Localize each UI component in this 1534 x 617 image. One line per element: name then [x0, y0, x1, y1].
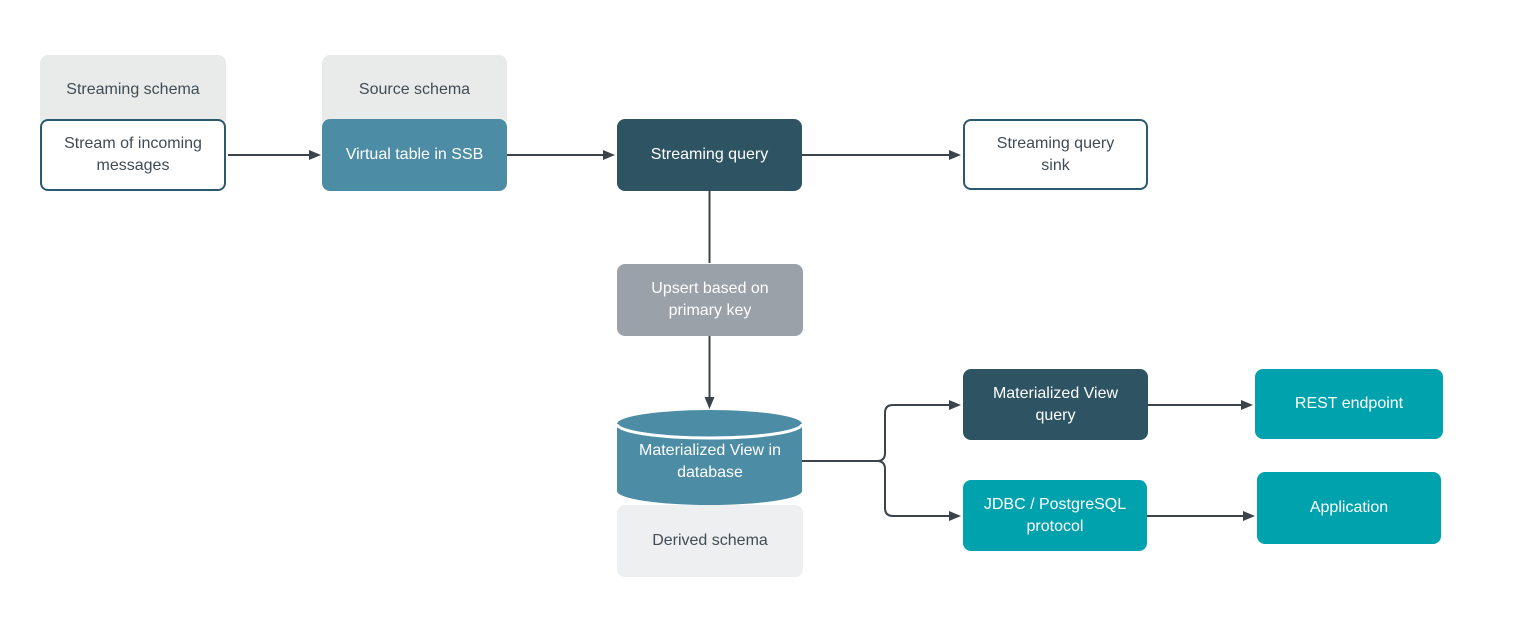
node-jdbc-postgresql-protocol: JDBC / PostgreSQL protocol — [963, 480, 1147, 551]
node-streaming-query-sink: Streaming query sink — [963, 119, 1148, 190]
streaming-schema-plate: Streaming schema — [40, 55, 226, 127]
upsert-primary-key-label: Upsert based on primary key — [651, 280, 769, 319]
node-upsert-based-on-primary-key: Upsert based on primary key — [617, 264, 803, 336]
derived-schema-label: Derived schema — [652, 532, 768, 549]
source-schema-plate: Source schema — [322, 55, 507, 127]
arrow-database-to-jdbc — [876, 460, 961, 521]
streaming-query-label: Streaming query — [650, 146, 769, 163]
rest-endpoint-label: REST endpoint — [1294, 395, 1404, 412]
node-materialized-view-query: Materialized View query — [963, 369, 1148, 440]
streaming-schema-label: Streaming schema — [66, 81, 200, 98]
materialized-view-query-label: Materialized View query — [992, 384, 1119, 424]
node-application: Application — [1257, 472, 1441, 544]
node-virtual-table-in-ssb: Virtual table in SSB — [322, 119, 507, 191]
node-rest-endpoint: REST endpoint — [1255, 369, 1443, 439]
virtual-table-in-ssb-label: Virtual table in SSB — [345, 146, 484, 163]
application-label: Application — [1309, 499, 1389, 516]
node-streaming-query: Streaming query — [617, 119, 802, 191]
derived-schema-plate: Derived schema — [617, 505, 803, 577]
streaming-query-sink-label: Streaming query sink — [996, 134, 1115, 174]
source-schema-label: Source schema — [358, 81, 471, 98]
materialized-view-in-database-label: Materialized View in database — [639, 442, 781, 481]
node-stream-of-incoming-messages: Stream of incoming messages — [40, 119, 226, 191]
arrow-database-to-mv-query — [802, 400, 961, 462]
node-materialized-view-in-database: Materialized View in database — [617, 438, 803, 486]
stream-of-incoming-messages-label: Stream of incoming messages — [64, 135, 202, 174]
jdbc-postgresql-protocol-label: JDBC / PostgreSQL protocol — [983, 495, 1127, 535]
